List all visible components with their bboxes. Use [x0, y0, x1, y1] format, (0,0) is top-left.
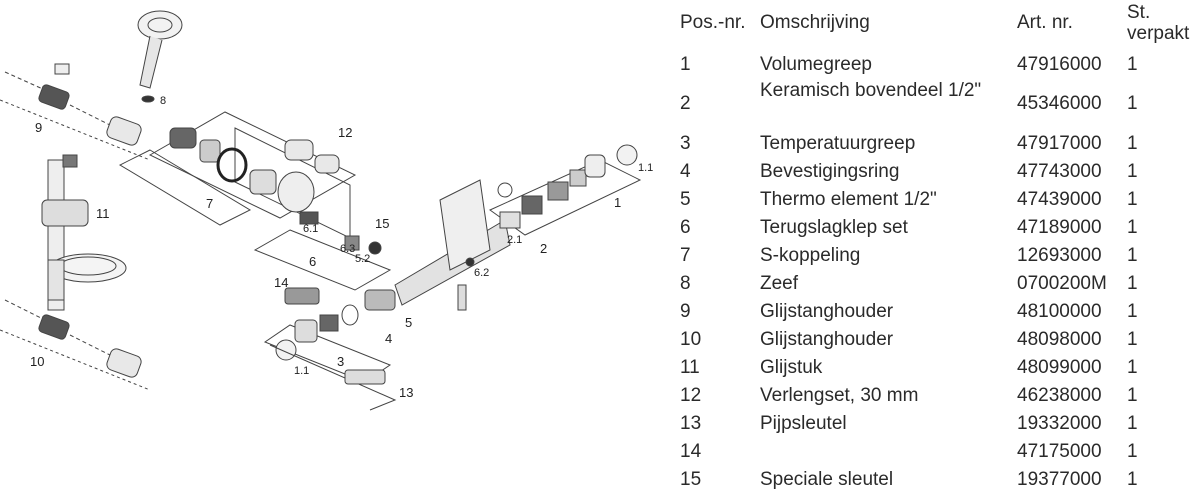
row-art: 47743000: [1017, 161, 1102, 182]
row-pos: 3: [680, 133, 691, 154]
row-pos: 9: [680, 301, 691, 322]
row-desc: Pijpsleutel: [760, 413, 847, 434]
row-pos: 4: [680, 161, 691, 182]
row-qty: 1: [1127, 133, 1138, 154]
callout-2: 2: [540, 241, 547, 256]
row-art: 48098000: [1017, 329, 1102, 350]
header-art-nr: Art. nr.: [1017, 12, 1073, 33]
row-art: 48100000: [1017, 301, 1102, 322]
row-desc: Terugslagklep set: [760, 217, 908, 238]
row-desc: Bevestigingsring: [760, 161, 900, 182]
callout-3: 3: [337, 354, 344, 369]
callout-5: 5: [405, 315, 412, 330]
row-pos: 12: [680, 385, 702, 406]
row-art: 48099000: [1017, 357, 1102, 378]
row-pos: 14: [680, 441, 702, 462]
row-qty: 1: [1127, 161, 1138, 182]
row-desc: Glijstanghouder: [760, 301, 894, 322]
callout-6-2: 6.2: [474, 267, 489, 279]
row-qty: 1: [1127, 93, 1138, 114]
row-art: 19332000: [1017, 413, 1102, 434]
callout-1-1-right: 1.1: [638, 162, 653, 174]
row-desc: Verlengset, 30 mm: [760, 385, 919, 406]
volume-parts-drawing: [489, 144, 642, 236]
row-desc: Temperatuurgreep: [760, 133, 916, 154]
row-desc: S-koppeling: [760, 245, 861, 266]
callout-5-2: 5.2: [355, 253, 370, 265]
header-omschrijving: Omschrijving: [760, 12, 870, 33]
callout-6-3: 6.3: [340, 243, 355, 255]
row-qty: 1: [1127, 189, 1138, 210]
row-desc: Glijstanghouder: [760, 329, 894, 350]
row-desc: Thermo element 1/2": [760, 189, 937, 210]
header-pos-nr: Pos.-nr.: [680, 12, 746, 33]
row-pos: 5: [680, 189, 691, 210]
row-qty: 1: [1127, 301, 1138, 322]
row-pos: 10: [680, 329, 702, 350]
exploded-parts-diagram: 8 9 11 10 12 7 6.1 6.3 6 5.2 15 14 3 1.1…: [0, 10, 653, 411]
row-desc: Volumegreep: [760, 54, 872, 75]
row-art: 47916000: [1017, 54, 1102, 75]
slide-bar-holder-9-drawing: [0, 63, 151, 161]
slide-bar-holder-10-drawing: [0, 299, 151, 391]
check-valve-drawing: [253, 211, 392, 291]
row-qty: 1: [1127, 245, 1138, 266]
row-qty: 1: [1127, 357, 1138, 378]
row-desc: Speciale sleutel: [760, 469, 894, 490]
callout-13: 13: [399, 385, 413, 400]
row-pos: 7: [680, 245, 691, 266]
row-qty: 1: [1127, 273, 1138, 294]
parts-table: Pos.-nr. Omschrijving Art. nr. St. verpa…: [678, 0, 1200, 490]
callout-10: 10: [30, 354, 44, 369]
row-desc: Keramisch bovendeel 1/2": [760, 80, 982, 101]
row-art: 0700200M: [1017, 273, 1107, 294]
header-st-verpakt: St. verpakt: [1127, 2, 1190, 44]
row-art: 47175000: [1017, 441, 1102, 462]
row-qty: 1: [1127, 329, 1138, 350]
callout-15: 15: [375, 216, 389, 231]
callout-14: 14: [274, 275, 288, 290]
row-pos: 8: [680, 273, 691, 294]
temperature-parts-drawing: [263, 287, 397, 411]
s-coupling-drawing: [118, 127, 315, 226]
row-pos: 13: [680, 413, 702, 434]
row-desc: Zeef: [760, 273, 799, 294]
row-art: 46238000: [1017, 385, 1102, 406]
row-qty: 1: [1127, 385, 1138, 406]
row-pos: 6: [680, 217, 691, 238]
row-art: 47439000: [1017, 189, 1102, 210]
row-art: 47189000: [1017, 217, 1102, 238]
thermostat-body-drawing: [394, 179, 511, 311]
callout-7: 7: [206, 196, 213, 211]
callout-1-1-left: 1.1: [294, 365, 309, 377]
row-pos: 1: [680, 54, 691, 75]
row-art: 45346000: [1017, 93, 1102, 114]
row-qty: 1: [1127, 469, 1138, 490]
hand-shower-drawing: [137, 10, 183, 103]
row-art: 47917000: [1017, 133, 1102, 154]
row-pos: 11: [680, 357, 700, 378]
row-pos: 15: [680, 469, 702, 490]
row-art: 12693000: [1017, 245, 1102, 266]
callout-1: 1: [614, 195, 621, 210]
row-art: 19377000: [1017, 469, 1102, 490]
callout-6-1: 6.1: [303, 223, 318, 235]
callout-11: 11: [96, 206, 110, 221]
row-pos: 2: [680, 93, 691, 114]
callout-4: 4: [385, 331, 392, 346]
callout-12: 12: [338, 125, 352, 140]
row-qty: 1: [1127, 54, 1138, 75]
row-desc: Glijstuk: [760, 357, 823, 378]
callout-8: 8: [160, 95, 166, 107]
row-qty: 1: [1127, 441, 1138, 462]
callout-2-1: 2.1: [507, 234, 522, 246]
row-qty: 1: [1127, 217, 1138, 238]
callout-6: 6: [309, 254, 316, 269]
callout-9: 9: [35, 120, 42, 135]
slide-bar-drawing: [41, 154, 127, 311]
row-qty: 1: [1127, 413, 1138, 434]
